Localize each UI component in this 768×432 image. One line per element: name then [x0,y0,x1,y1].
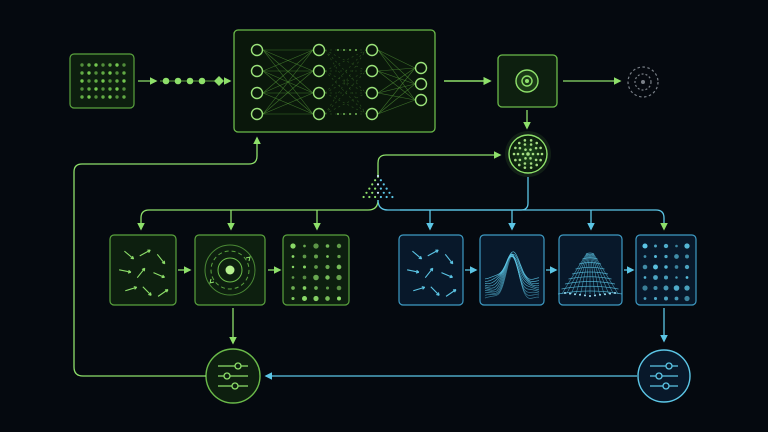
cyan-equalizer-icon[interactable] [637,349,691,403]
green-vector-field-box [109,234,177,306]
cyan-dot-matrix-box [635,234,697,306]
dot-matrix-icon [642,243,690,302]
cyan-branch-bus [377,199,668,231]
network-nodes [250,43,428,121]
green-orbit-box [194,234,266,306]
cyan-vector-field-box [398,234,464,306]
input-grid-box [69,53,135,109]
wave-surface-icon [484,251,540,299]
split-particles-icon [362,174,394,199]
green-dot-matrix-box [282,234,350,306]
green-equalizer-icon[interactable] [205,348,261,404]
output-cluster-icon [627,66,659,98]
vector-field-icon [119,249,169,297]
input-dot-grid-icon [80,63,126,99]
orbit-icon [204,244,256,296]
neural-network-box [233,29,436,133]
vector-field-icon [407,249,457,297]
target-icon [515,69,539,93]
token-sequence-icon [160,76,232,86]
cyan-mesh-box [557,234,623,306]
latent-sphere-icon [505,131,551,177]
arrow-split-to-ball [377,151,502,178]
line-ball-to-cyan-bus [400,177,529,211]
cyan-wave-box [479,234,545,306]
network-connections [262,49,416,115]
dot-matrix-icon [290,243,342,302]
feedback-loop-to-network [73,136,261,377]
mesh-surface-icon [557,252,623,297]
embedding-box [497,54,558,108]
green-branch-bus [137,199,379,231]
